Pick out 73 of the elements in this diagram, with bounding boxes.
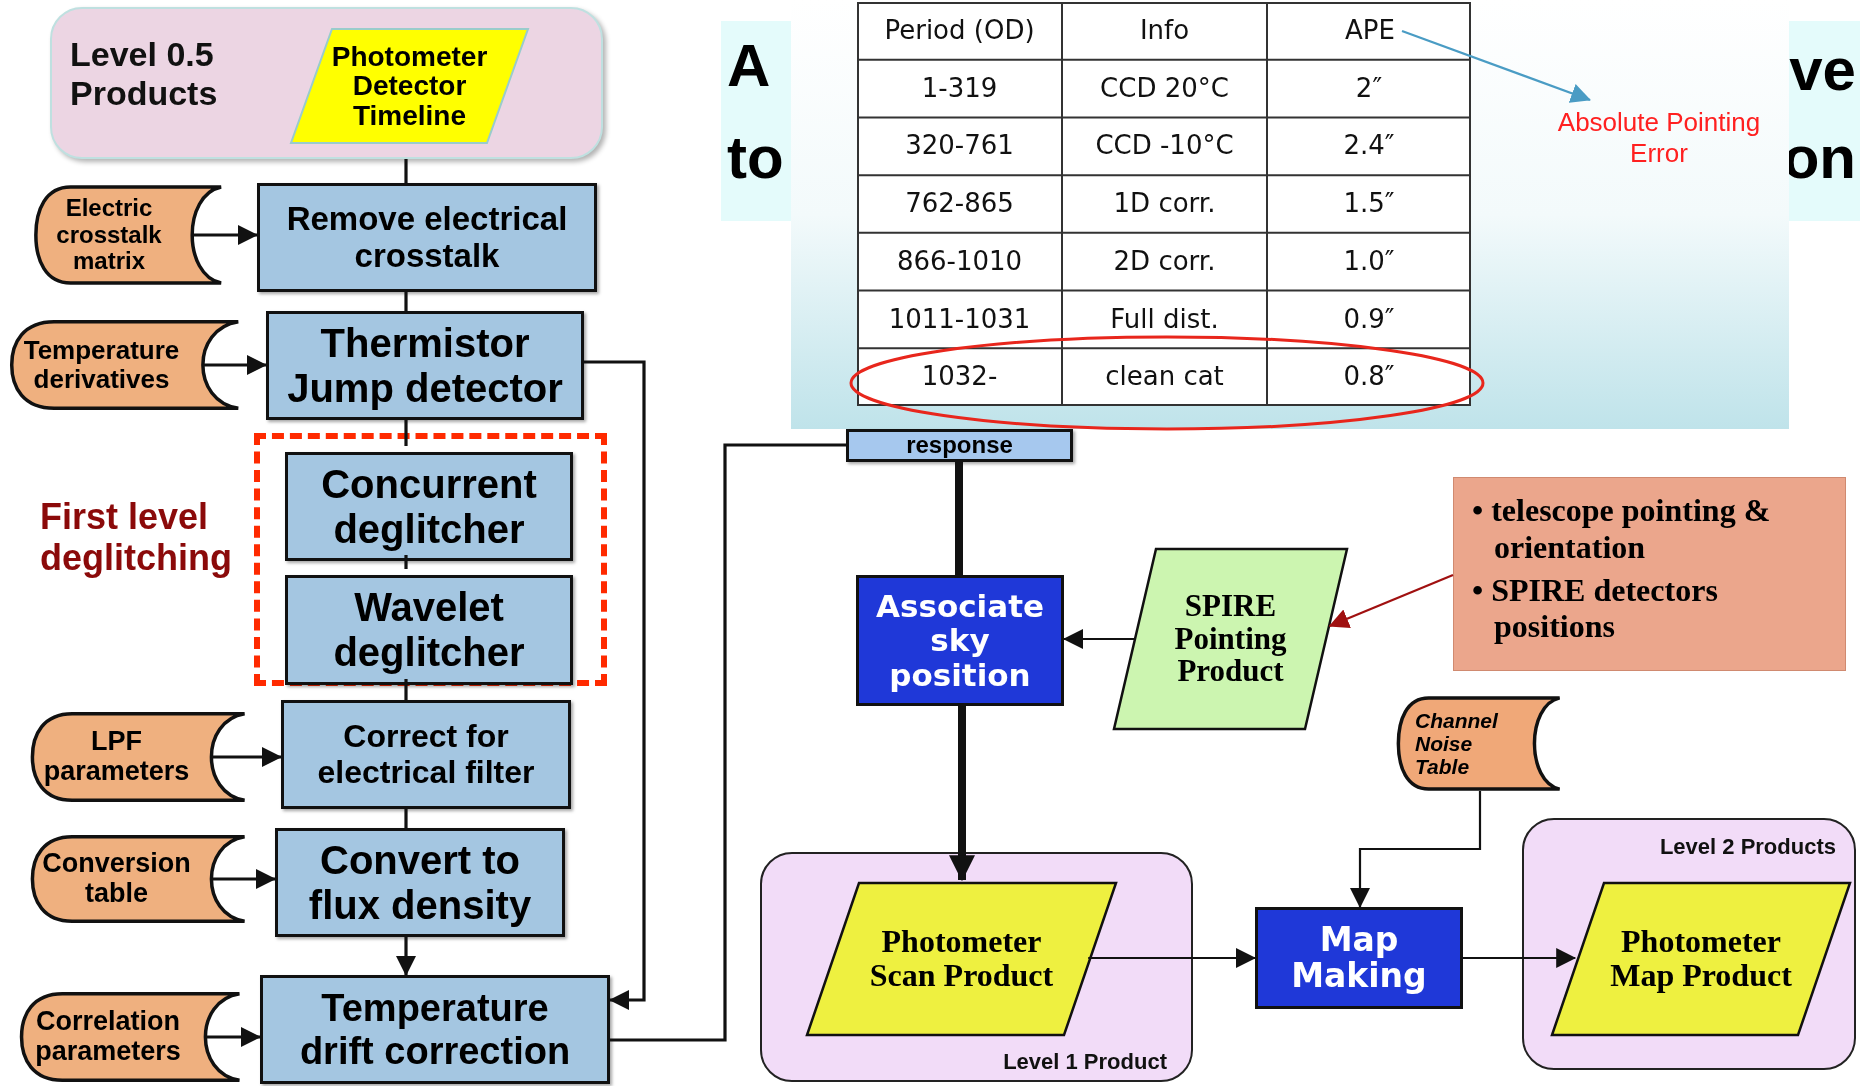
process-box: Concurrent deglitcher: [285, 452, 573, 561]
connector-line: [404, 420, 408, 446]
product-group-box: [1522, 818, 1856, 1070]
arrow: [584, 360, 646, 1010]
arrow: [192, 225, 258, 245]
table-cell-text: 0.8″: [1342, 360, 1396, 394]
table-cell-text: 320-761: [904, 129, 1015, 163]
group-title: Level 2 Products: [1659, 834, 1836, 860]
arrow: [205, 1027, 261, 1047]
process-box: Thermistor Jump detector: [266, 311, 584, 420]
title-text: A: [727, 36, 771, 96]
data-product-parallelogram: Photometer Scan Product: [806, 882, 1117, 1036]
data-product-parallelogram: Photometer Detector Timeline: [290, 28, 529, 144]
table-cell-text: 2″: [1354, 71, 1384, 105]
table-cell-text: CCD -10°C: [1094, 129, 1235, 163]
arrow: [211, 747, 282, 767]
table-cell-text: 1.5″: [1342, 187, 1396, 221]
table-cell-text: 866-1010: [895, 244, 1024, 278]
arrow: [1063, 629, 1135, 649]
table-cell-text: clean cat: [1104, 360, 1225, 394]
arrow: [396, 937, 416, 976]
connector-line: [404, 809, 408, 828]
group-title: Level 0.5 Products: [70, 35, 219, 114]
arrow: [1328, 574, 1454, 628]
process-box: Remove electrical crosstalk: [257, 183, 597, 292]
dashed-group-outline: [254, 433, 607, 686]
table-cell: APE: [1338, 14, 1402, 48]
group-title: Level 1 Product: [1003, 1048, 1167, 1074]
note-box: [1453, 477, 1846, 671]
table-cell-text: Full dist.: [1109, 302, 1220, 336]
title-text: to: [727, 128, 784, 188]
table-cell-text: 0.9″: [1342, 302, 1396, 336]
process-box: Correct for electrical filter: [281, 700, 571, 809]
process-box: response: [846, 429, 1073, 462]
arrow: [1350, 791, 1482, 908]
arrow: [1088, 948, 1256, 968]
table-cell-text: 1011-1031: [887, 302, 1032, 336]
arrow: [1401, 29, 1591, 103]
product-group-box: [50, 7, 603, 159]
title-text: ve: [1789, 40, 1856, 100]
group-label: First level deglitching: [40, 496, 233, 579]
process-box: Map Making: [1255, 907, 1463, 1009]
arrow: [211, 869, 276, 889]
table-cell-text: 1032-: [920, 360, 999, 394]
table-cell-text: 1.0″: [1342, 244, 1396, 278]
table-cell-text: 1D corr.: [1112, 187, 1217, 221]
data-product-parallelogram: Photometer Map Product: [1551, 882, 1851, 1036]
bullet-text: • SPIRE detectors positions: [1472, 571, 1719, 646]
connector-line: [404, 159, 408, 183]
arrow: [949, 706, 975, 882]
connector-line: [404, 292, 408, 311]
process-box: Associate sky position: [856, 575, 1064, 706]
arrow: [202, 355, 267, 375]
connector-line: [404, 679, 408, 700]
connector-line: [955, 462, 963, 575]
table-cell-text: 2D corr.: [1112, 244, 1217, 278]
table-cell-text: 1-319: [920, 71, 999, 105]
process-box: Convert to flux density: [275, 828, 565, 937]
data-product-parallelogram: SPIRE Pointing Product: [1113, 548, 1348, 730]
bullet-text: • telescope pointing & orientation: [1472, 492, 1772, 566]
data-store-shape: Channel Noise Table: [1395, 696, 1563, 791]
table-cell-text: 762-865: [904, 187, 1015, 221]
table-cell-text: 2.4″: [1342, 129, 1396, 163]
connector-line: [404, 555, 408, 569]
arrow: [1463, 948, 1577, 968]
table-cell-text: Period (OD): [883, 14, 1036, 47]
process-box: Temperature drift correction: [260, 975, 610, 1084]
process-box: Wavelet deglitcher: [285, 575, 573, 685]
table-cell-text: CCD 20°C: [1099, 71, 1230, 105]
product-group-box: [760, 852, 1193, 1082]
annotation-text: Absolute Pointing Error: [1533, 100, 1785, 176]
connector-line: [610, 443, 846, 1042]
table-cell-text: Info: [1138, 14, 1191, 47]
